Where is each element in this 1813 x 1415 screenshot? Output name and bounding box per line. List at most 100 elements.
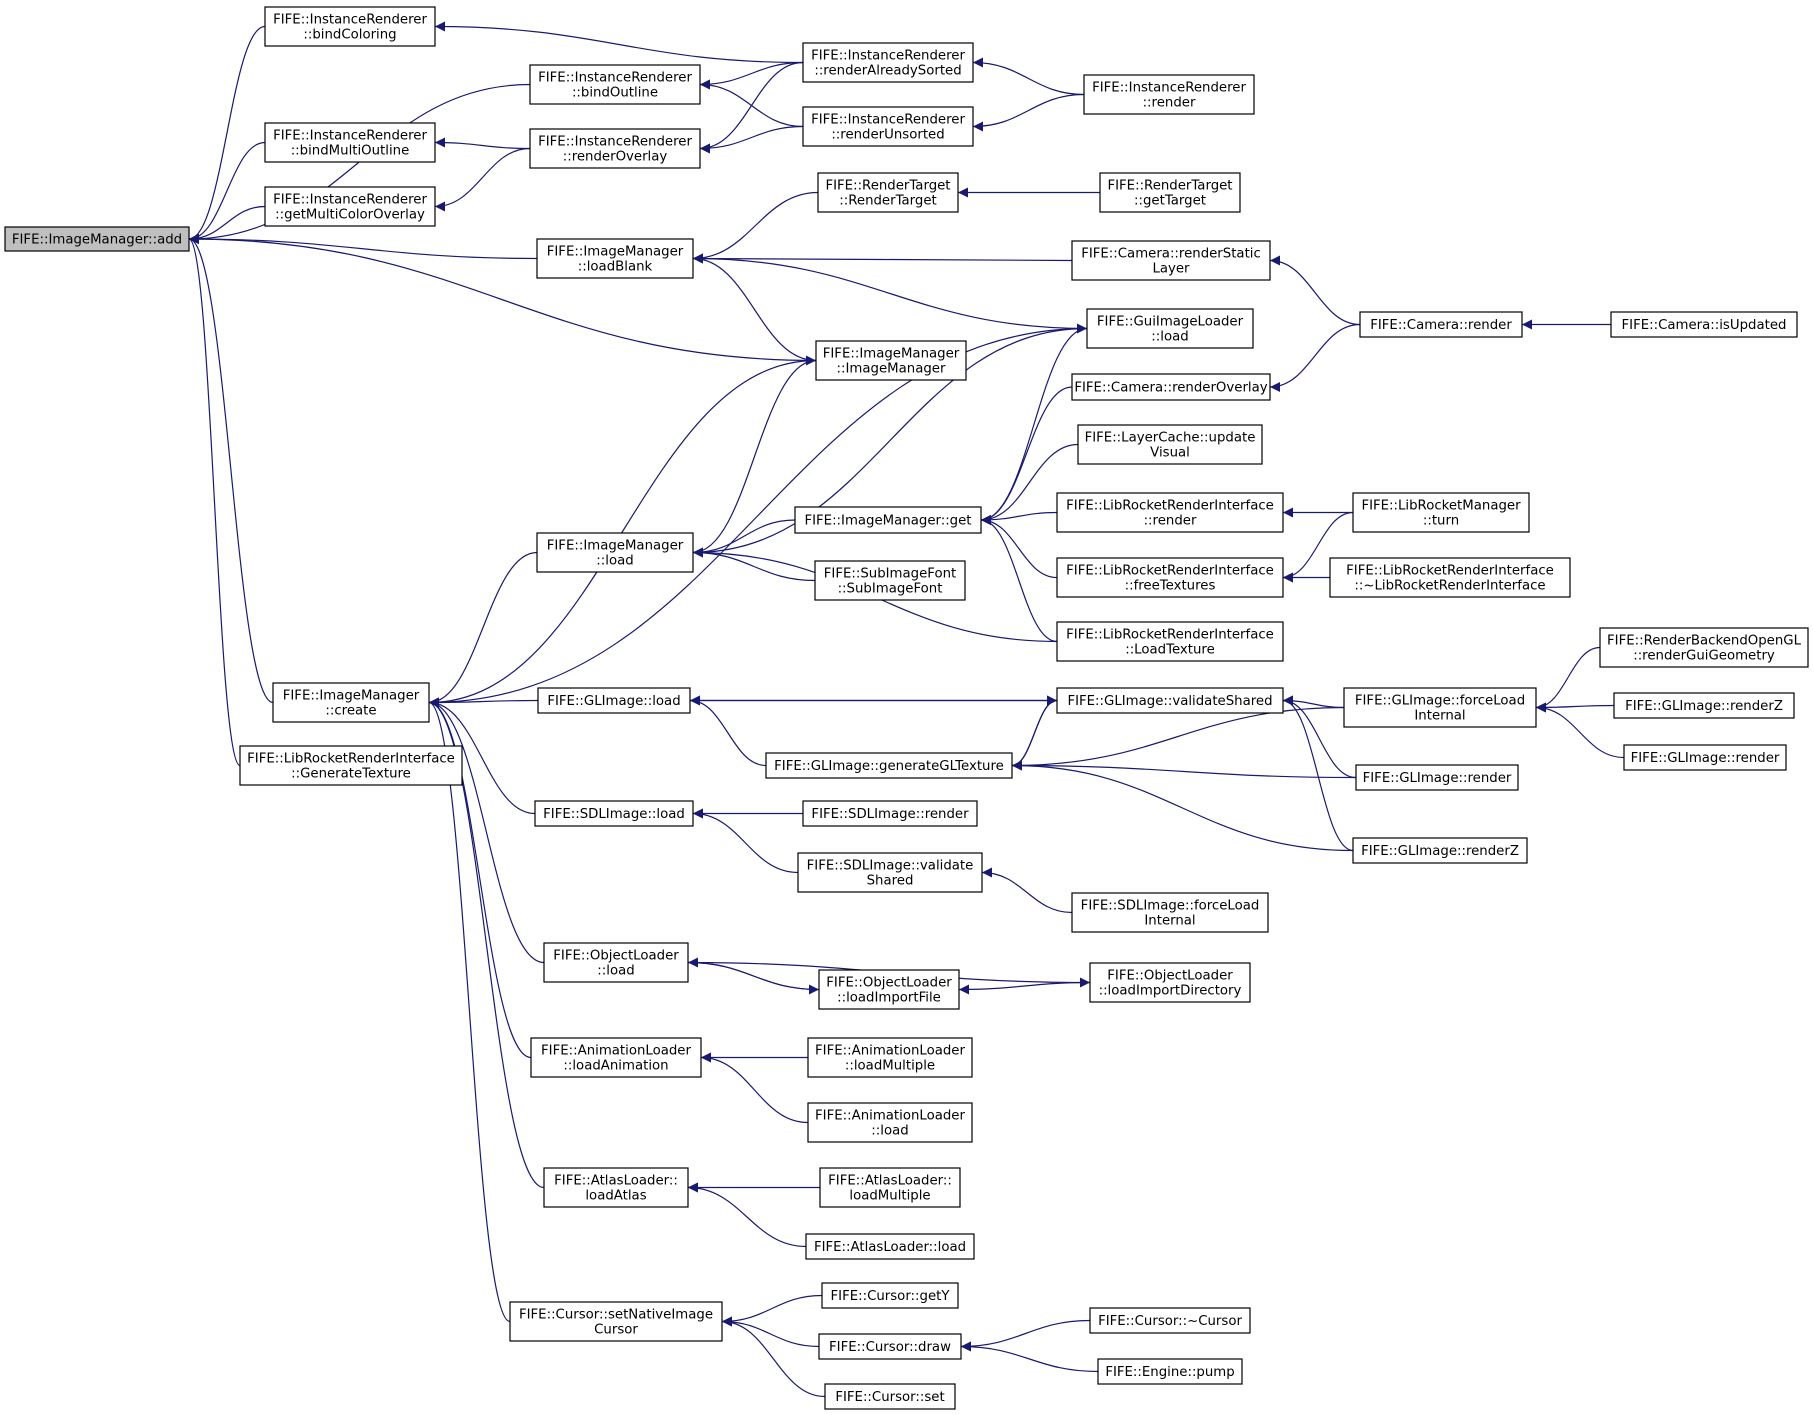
call-edge bbox=[434, 21, 804, 64]
graph-node[interactable]: FIFE::Camera::renderOverlay bbox=[1071, 373, 1271, 401]
node-label: FIFE::GLImage::render bbox=[1363, 771, 1512, 786]
node-box bbox=[818, 969, 960, 1010]
graph-node[interactable]: FIFE::ImageManager::get bbox=[794, 506, 982, 534]
node-box bbox=[817, 172, 959, 213]
graph-node[interactable]: FIFE::AnimationLoader::loadAnimation bbox=[530, 1037, 702, 1078]
graph-node[interactable]: FIFE::AtlasLoader::load bbox=[805, 1233, 975, 1260]
graph-node[interactable]: FIFE::InstanceRenderer::getMultiColorOve… bbox=[264, 186, 436, 227]
graph-node[interactable]: FIFE::GuiImageLoader::load bbox=[1086, 308, 1254, 349]
graph-node[interactable]: FIFE::LibRocketRenderInterface::freeText… bbox=[1056, 557, 1284, 598]
graph-node[interactable]: FIFE::SubImageFont::SubImageFont bbox=[814, 560, 966, 601]
graph-node[interactable]: FIFE::AnimationLoader::load bbox=[807, 1102, 973, 1143]
node-label: FIFE::Engine::pump bbox=[1105, 1365, 1234, 1380]
node-label: ::bindColoring bbox=[303, 28, 396, 43]
node-label: FIFE::ImageManager::add bbox=[12, 233, 182, 248]
graph-node[interactable]: FIFE::AtlasLoader::loadAtlas bbox=[543, 1167, 689, 1208]
node-label: ::SubImageFont bbox=[838, 582, 943, 597]
node-label: ::renderGuiGeometry bbox=[1633, 649, 1775, 664]
graph-node[interactable]: FIFE::RenderBackendOpenGL::renderGuiGeom… bbox=[1599, 627, 1809, 668]
graph-node[interactable]: FIFE::ImageManager::add bbox=[4, 226, 190, 252]
graph-node[interactable]: FIFE::Engine::pump bbox=[1097, 1358, 1243, 1385]
graph-node[interactable]: FIFE::GLImage::load bbox=[537, 687, 691, 714]
node-label: Cursor bbox=[594, 1323, 638, 1338]
node-label: ::getMultiColorOverlay bbox=[275, 208, 425, 223]
graph-node[interactable]: FIFE::GLImage::renderZ bbox=[1613, 692, 1795, 719]
call-edge bbox=[434, 137, 531, 150]
graph-node[interactable]: FIFE::Cursor::getY bbox=[821, 1282, 959, 1309]
node-box bbox=[529, 128, 701, 169]
call-edge bbox=[188, 205, 266, 244]
call-edge bbox=[188, 141, 266, 244]
graph-node[interactable]: FIFE::InstanceRenderer::render bbox=[1083, 74, 1255, 115]
graph-node[interactable]: FIFE::SDLImage::render bbox=[802, 800, 978, 827]
node-box bbox=[1056, 492, 1284, 533]
graph-node[interactable]: FIFE::ObjectLoader::loadImportFile bbox=[818, 969, 960, 1010]
node-box bbox=[530, 1037, 702, 1078]
node-label: FIFE::ImageManager bbox=[547, 245, 684, 260]
graph-node[interactable]: FIFE::LibRocketRenderInterface::LoadText… bbox=[1056, 621, 1284, 662]
graph-node[interactable]: FIFE::Camera::render bbox=[1359, 311, 1523, 338]
graph-node[interactable]: FIFE::InstanceRenderer::bindColoring bbox=[264, 6, 436, 47]
graph-node[interactable]: FIFE::InstanceRenderer::renderAlreadySor… bbox=[802, 42, 974, 83]
node-box bbox=[1083, 74, 1255, 115]
call-edge bbox=[428, 551, 538, 708]
graph-node[interactable]: FIFE::ImageManager::loadBlank bbox=[536, 238, 694, 279]
graph-node[interactable]: FIFE::InstanceRenderer::renderOverlay bbox=[529, 128, 701, 169]
call-edge bbox=[1269, 255, 1361, 326]
node-box bbox=[4, 226, 190, 252]
graph-node[interactable]: FIFE::ImageManager::load bbox=[536, 532, 694, 573]
node-label: ::loadMultiple bbox=[845, 1059, 935, 1074]
node-box bbox=[543, 1167, 689, 1208]
graph-node[interactable]: FIFE::Cursor::set bbox=[824, 1383, 956, 1410]
call-edge bbox=[699, 61, 804, 154]
graph-node[interactable]: FIFE::GLImage::render bbox=[1355, 764, 1519, 791]
graph-node[interactable]: FIFE::LibRocketRenderInterface::render bbox=[1056, 492, 1284, 533]
call-edge bbox=[699, 61, 804, 90]
call-edge bbox=[428, 697, 532, 1059]
graph-node[interactable]: FIFE::RenderTarget::RenderTarget bbox=[817, 172, 959, 213]
node-box bbox=[802, 42, 974, 83]
graph-node[interactable]: FIFE::InstanceRenderer::bindOutline bbox=[529, 64, 701, 105]
node-label: FIFE::ObjectLoader bbox=[553, 949, 679, 964]
graph-node[interactable]: FIFE::RenderTarget::getTarget bbox=[1099, 172, 1241, 213]
graph-node[interactable]: FIFE::Cursor::draw bbox=[818, 1333, 962, 1360]
graph-node[interactable]: FIFE::LibRocketManager::turn bbox=[1352, 492, 1530, 533]
call-edge bbox=[1011, 760, 1357, 779]
graph-node[interactable]: FIFE::SDLImage::validateShared bbox=[797, 852, 983, 893]
graph-node[interactable]: FIFE::AnimationLoader::loadMultiple bbox=[807, 1037, 973, 1078]
graph-node[interactable]: FIFE::ObjectLoader::load bbox=[543, 942, 689, 983]
call-edge bbox=[188, 234, 241, 767]
node-box bbox=[815, 340, 967, 381]
call-edge bbox=[428, 697, 536, 815]
node-box bbox=[824, 1383, 956, 1410]
graph-node[interactable]: FIFE::GLImage::generateGLTexture bbox=[765, 752, 1013, 779]
node-box bbox=[1056, 687, 1284, 714]
call-edge bbox=[188, 234, 538, 260]
graph-node[interactable]: FIFE::GLImage::renderZ bbox=[1352, 837, 1528, 864]
call-edge bbox=[428, 697, 511, 1323]
graph-node[interactable]: FIFE::ImageManager::ImageManager bbox=[815, 340, 967, 381]
call-edge bbox=[687, 961, 820, 995]
graph-node[interactable]: FIFE::GLImage::render bbox=[1623, 744, 1787, 771]
graph-node[interactable]: FIFE::ImageManager::create bbox=[272, 682, 430, 723]
node-label: ::loadBlank bbox=[578, 260, 653, 275]
graph-node[interactable]: FIFE::AtlasLoader::loadMultiple bbox=[819, 1167, 961, 1208]
graph-node[interactable]: FIFE::Cursor::~Cursor bbox=[1089, 1307, 1251, 1334]
graph-node[interactable]: FIFE::LibRocketRenderInterface::~LibRock… bbox=[1329, 557, 1571, 598]
graph-node[interactable]: FIFE::InstanceRenderer::renderUnsorted bbox=[802, 106, 974, 147]
graph-node[interactable]: FIFE::GLImage::validateShared bbox=[1056, 687, 1284, 714]
graph-node[interactable]: FIFE::Camera::isUpdated bbox=[1610, 311, 1798, 338]
graph-node[interactable]: FIFE::LibRocketRenderInterface::Generate… bbox=[239, 745, 463, 786]
node-label: FIFE::ObjectLoader bbox=[1107, 969, 1233, 984]
node-box bbox=[534, 800, 694, 827]
graph-node[interactable]: FIFE::ObjectLoader::loadImportDirectory bbox=[1089, 962, 1251, 1003]
graph-node[interactable]: FIFE::SDLImage::load bbox=[534, 800, 694, 827]
node-label: FIFE::InstanceRenderer bbox=[1092, 81, 1246, 96]
graph-node[interactable]: FIFE::InstanceRenderer::bindMultiOutline bbox=[264, 122, 436, 163]
node-label: ::getTarget bbox=[1134, 194, 1206, 209]
